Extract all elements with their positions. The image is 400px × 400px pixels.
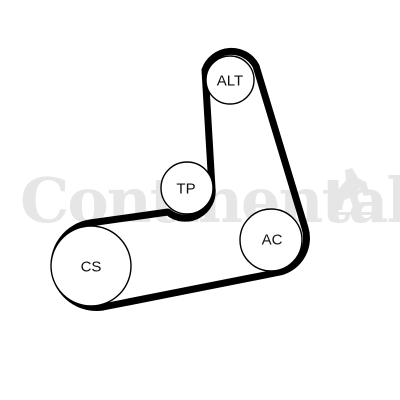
pulley-alt-label: ALT	[217, 73, 243, 90]
pulley-tp: TP	[160, 161, 214, 215]
pulley-alt: ALT	[205, 55, 255, 105]
pulley-tp-label: TP	[176, 181, 195, 198]
horse-logo-icon	[330, 168, 378, 215]
pulley-cs: CS	[50, 225, 132, 307]
pulley-ac: AC	[239, 208, 303, 272]
pulley-cs-label: CS	[81, 259, 102, 276]
pulley-ac-label: AC	[262, 232, 283, 249]
